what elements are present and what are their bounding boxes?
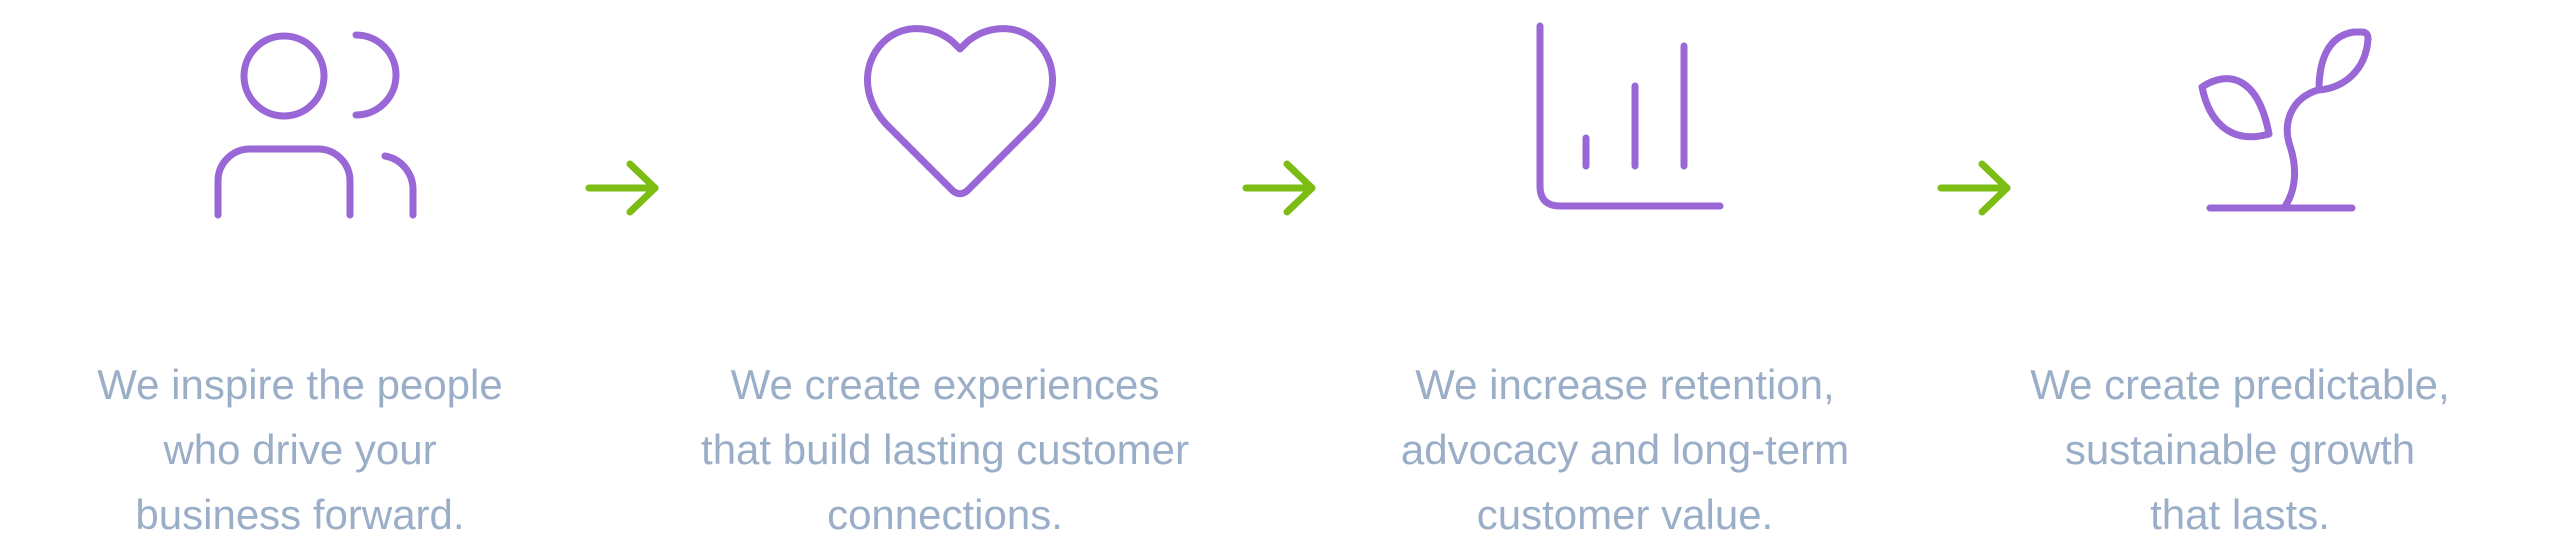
step-caption-3: We increase retention, advocacy and long… — [1315, 352, 1935, 547]
caption-line: We increase retention, — [1415, 361, 1835, 408]
caption-line: We inspire the people — [97, 361, 503, 408]
caption-line: business forward. — [135, 491, 465, 538]
arrow-right-icon — [583, 160, 663, 216]
caption-line: that build lasting customer — [701, 426, 1189, 473]
users-icon — [205, 28, 430, 223]
caption-line: We create experiences — [730, 361, 1160, 408]
caption-line: that lasts. — [2150, 491, 2330, 538]
heart-icon — [860, 22, 1060, 202]
bar-chart-icon — [1530, 20, 1730, 215]
caption-line: advocacy and long-term — [1400, 426, 1850, 473]
arrow-right-icon — [1935, 160, 2015, 216]
step-caption-2: We create experiences that build lasting… — [635, 352, 1255, 547]
plant-icon — [2192, 24, 2372, 214]
caption-line: connections. — [827, 491, 1063, 538]
step-caption-4: We create predictable, sustainable growt… — [1930, 352, 2550, 547]
arrow-right-icon — [1240, 160, 1320, 216]
step-caption-1: We inspire the people who drive your bus… — [0, 352, 610, 547]
caption-line: sustainable growth — [2064, 426, 2416, 473]
caption-line: customer value. — [1476, 491, 1774, 538]
caption-line: We create predictable, — [2030, 361, 2450, 408]
caption-line: who drive your — [163, 426, 437, 473]
